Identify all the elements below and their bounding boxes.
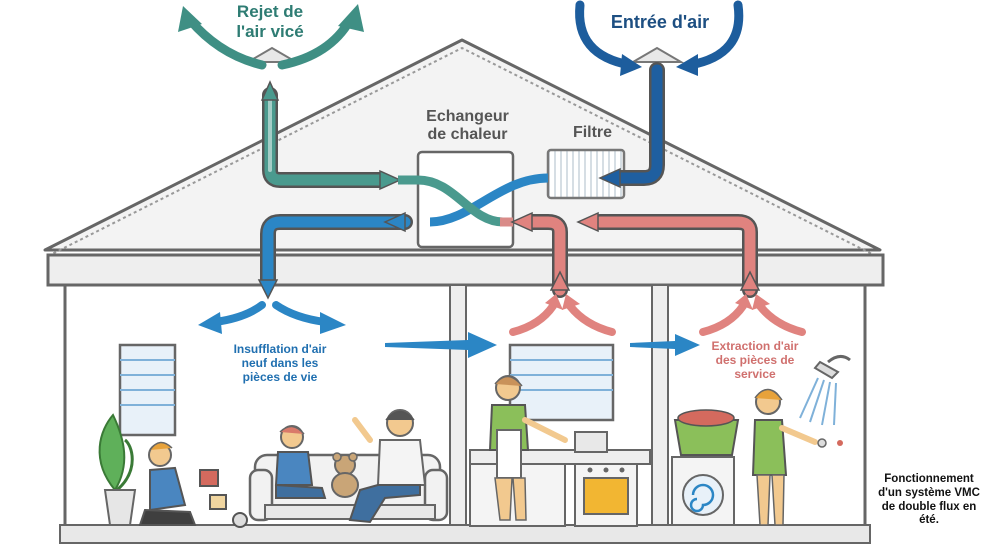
plant <box>98 413 137 526</box>
extract-gather-bath-right-head <box>752 294 770 310</box>
intake-curve-right-head <box>676 54 698 76</box>
caption-line2: d'un système VMC <box>878 486 980 499</box>
supply-label: Insufflation d'air neuf dans les pièces … <box>205 342 355 384</box>
intake-vent <box>629 46 685 63</box>
extract-gather-bath-left <box>699 302 747 336</box>
extract-gather-kitchen-left-head <box>545 294 563 310</box>
caption: Fonctionnement d'un système VMC de doubl… <box>862 473 996 528</box>
extract-gather-kitchen-right <box>566 302 616 336</box>
supply-arrow-down <box>257 279 279 300</box>
intake-curve-left <box>575 0 635 70</box>
extract-arrow-second <box>576 211 599 233</box>
transfer-arrow-kitchen-bath <box>630 334 700 356</box>
extract-arrow-up-kitchen <box>549 270 571 291</box>
exhaust-label-line2: l'air vicé <box>236 21 304 41</box>
heat-exchanger-label: Echangeur de chaleur <box>405 108 530 145</box>
exhaust-label: Rejet de l'air vicé <box>215 2 325 41</box>
supply-label-line3: pièces de vie <box>242 369 318 384</box>
extract-arrow-in <box>510 211 533 233</box>
exhaust-curve-right-head <box>338 4 364 32</box>
child-with-blocks <box>138 441 248 528</box>
caption-line4: été. <box>919 514 939 527</box>
extract-gather-kitchen-left <box>509 302 557 336</box>
extract-gather-bath-left-head <box>735 294 753 310</box>
heat-exchanger-label-line2: de chaleur <box>427 126 508 144</box>
extract-label: Extraction d'air des pièces de service <box>690 339 820 381</box>
extract-duct <box>522 214 758 298</box>
father-on-sofa <box>348 409 427 524</box>
supply-label-line2: neuf dans les <box>241 355 319 370</box>
supply-arrow-in <box>383 211 406 233</box>
caption-line3: de double flux en <box>881 500 977 513</box>
extract-arrow-up-bath <box>739 270 761 291</box>
supply-spread-right-head <box>320 312 346 334</box>
window-left <box>118 343 177 437</box>
intake-label: Entrée d'air <box>610 12 710 32</box>
laundry-basket <box>673 409 740 456</box>
transfer-arrow-living-kitchen <box>385 332 497 358</box>
intake-arrow-head <box>598 167 621 189</box>
exhaust-vent <box>244 46 300 63</box>
woman-bathroom <box>751 388 818 526</box>
supply-label-line1: Insufflation d'air <box>233 342 327 356</box>
extract-label-line3: service <box>734 366 776 381</box>
heat-exchanger-label-line1: Echangeur <box>426 108 509 125</box>
teddy-bear <box>331 452 359 498</box>
exhaust-label-line1: Rejet de <box>236 2 304 21</box>
exhaust-curve-left-head <box>178 6 202 32</box>
exhaust-out-arrow <box>379 169 402 191</box>
extract-gather-bath-right <box>756 302 806 336</box>
filter-label: Filtre <box>572 124 613 141</box>
woman-cooking <box>488 375 568 521</box>
shower <box>799 355 851 448</box>
extract-label-line1: Extraction d'air <box>711 339 799 353</box>
girl-on-sofa <box>274 425 327 499</box>
supply-spread-left-head <box>198 312 222 334</box>
intake-duct <box>612 62 665 186</box>
supply-duct <box>260 214 413 288</box>
exhaust-duct <box>262 87 388 188</box>
exhaust-arrow-head <box>260 80 280 101</box>
exchanger-stale-path <box>417 175 504 227</box>
caption-line1: Fonctionnement <box>884 473 974 485</box>
intake-curve-left-head <box>620 54 642 76</box>
washing-machine <box>671 456 735 526</box>
extract-label-line2: des pièces de <box>715 352 795 367</box>
intake-curve-right <box>685 0 744 70</box>
extract-gather-kitchen-right-head <box>562 294 580 310</box>
exhaust-curve-left <box>185 15 267 70</box>
exchanger-fresh-path <box>429 173 549 227</box>
